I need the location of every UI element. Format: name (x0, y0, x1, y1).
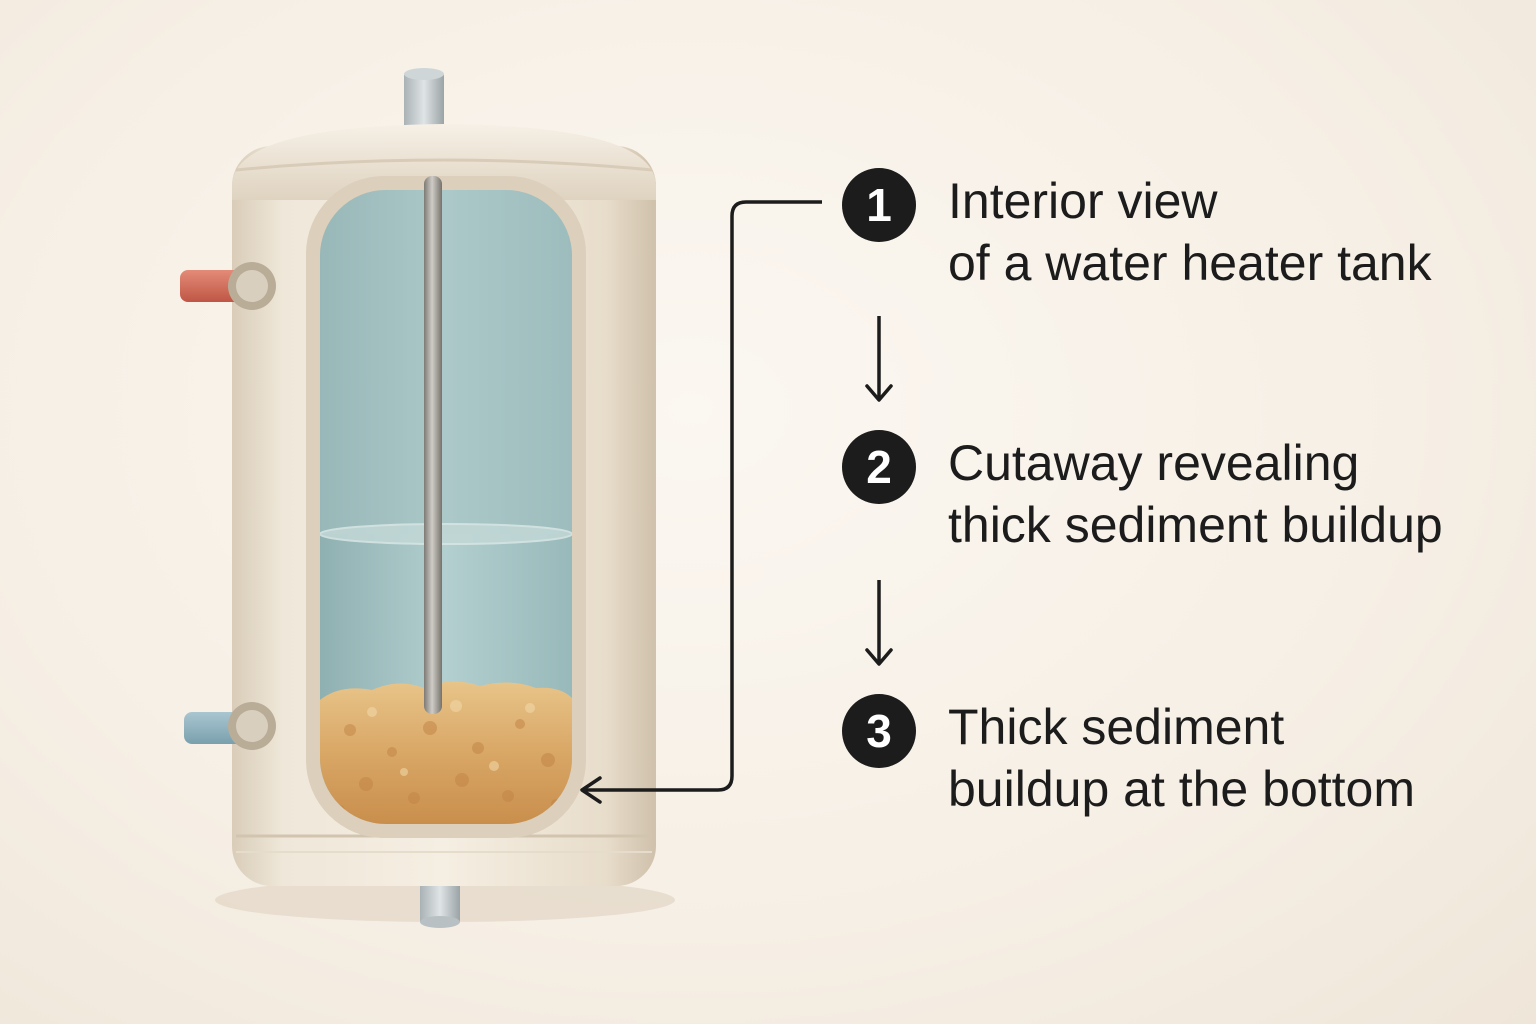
anode-rod (424, 176, 442, 714)
step-2-badge: 2 (842, 430, 916, 504)
step-3-text: Thick sediment buildup at the bottom (948, 696, 1415, 820)
step-3: 3 Thick sediment buildup at the bottom (842, 694, 1522, 834)
down-arrow-2 (865, 580, 893, 666)
hot-water-pipe (180, 262, 276, 310)
cutaway-interior (320, 190, 572, 824)
step-1-line-2: of a water heater tank (948, 235, 1432, 291)
step-1-text: Interior view of a water heater tank (948, 170, 1432, 294)
down-arrow-1 (865, 316, 893, 402)
step-1-badge: 1 (842, 168, 916, 242)
step-1-line-1: Interior view (948, 173, 1218, 229)
step-3-line-1: Thick sediment (948, 699, 1285, 755)
water-level-line (320, 523, 572, 545)
step-2-text: Cutaway revealing thick sediment buildup (948, 432, 1443, 556)
top-outlet-pipe (404, 72, 444, 134)
step-1: 1 Interior view of a water heater tank (842, 168, 1522, 308)
sediment-layer (320, 681, 572, 824)
step-2-line-2: thick sediment buildup (948, 497, 1443, 553)
step-2-line-1: Cutaway revealing (948, 435, 1360, 491)
connector-line (584, 200, 822, 792)
step-3-line-2: buildup at the bottom (948, 761, 1415, 817)
connector-arrowhead (580, 776, 602, 804)
cold-water-pipe (184, 702, 276, 750)
drain-valve (420, 876, 460, 924)
step-3-badge: 3 (842, 694, 916, 768)
step-2: 2 Cutaway revealing thick sediment build… (842, 430, 1522, 570)
